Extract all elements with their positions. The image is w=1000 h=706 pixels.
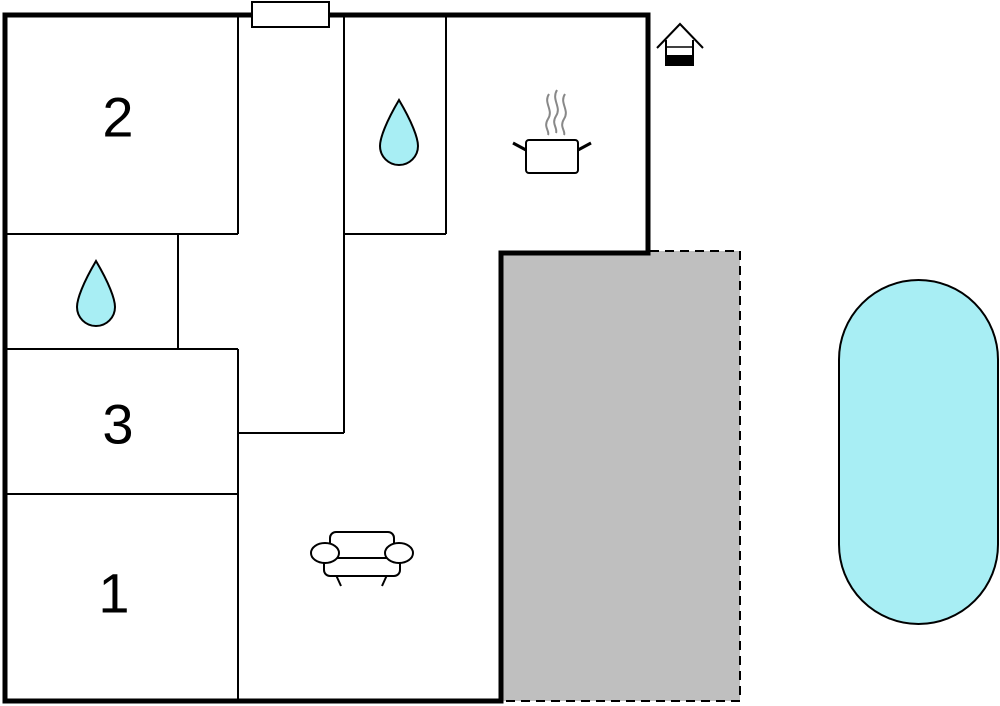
interior-walls [5,15,447,701]
swimming-pool [838,279,999,625]
cooking-pot-icon [512,89,592,174]
water-drop-icon [378,98,420,166]
terrace [501,250,741,702]
room-number-3: 3 [102,393,133,456]
water-drop-icon [75,259,117,327]
well-icon [656,22,704,66]
room-number-2: 2 [102,86,133,149]
exterior-walls [2,12,651,704]
room-number-1: 1 [98,562,129,625]
sofa-icon [310,531,414,587]
top-wall-window [251,1,330,28]
